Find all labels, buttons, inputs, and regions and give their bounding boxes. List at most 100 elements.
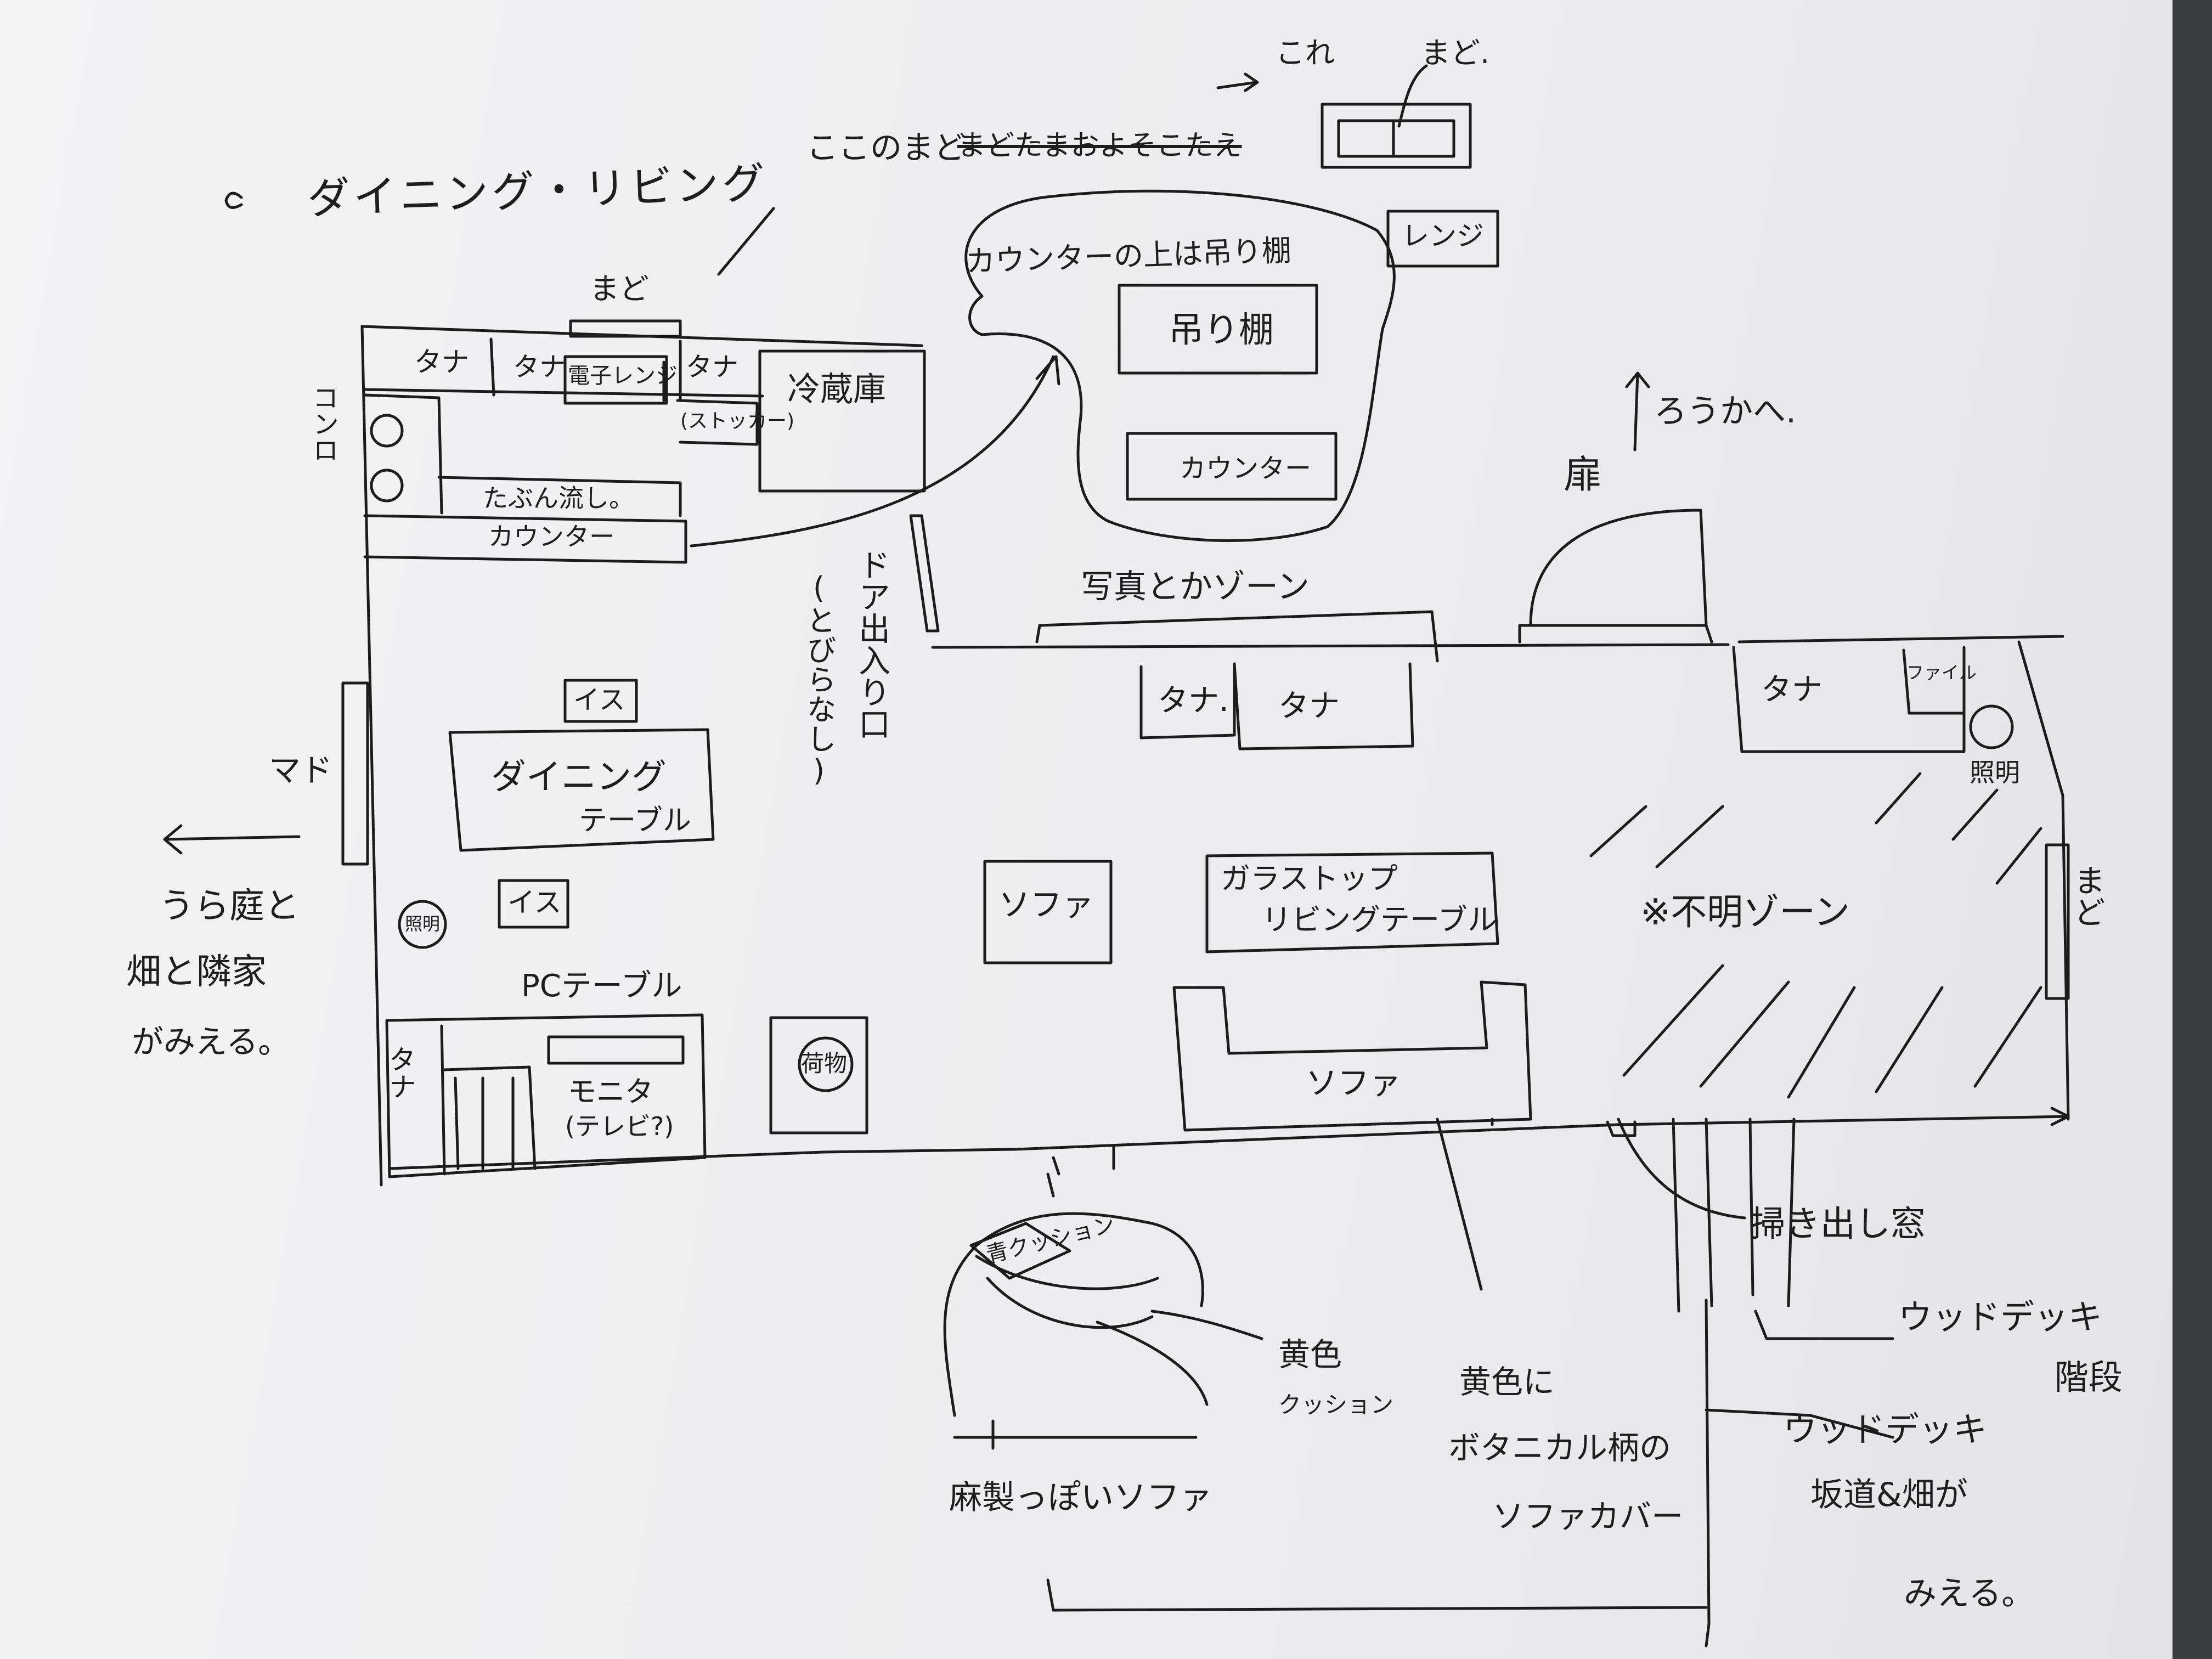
isu-top-box — [563, 679, 638, 723]
left-arrow — [163, 824, 301, 855]
sofa-left-box — [983, 860, 1113, 964]
denshi-range-box — [563, 355, 668, 405]
callout-cloud — [964, 189, 1396, 542]
outer-left-wall — [360, 325, 383, 1187]
yellow-cushion-pointer — [1150, 1310, 1263, 1340]
right-wall — [2017, 640, 2070, 1121]
callout-arrow — [690, 355, 1060, 548]
tana-b-label: タナ — [1278, 689, 1340, 724]
tana-right-label: タナ — [1761, 672, 1822, 708]
left-note-line1: うら庭と — [159, 886, 300, 927]
burner-1 — [370, 414, 404, 448]
tana-b-box — [1233, 662, 1414, 751]
stocker-label: (ストッカー) — [680, 410, 795, 432]
left-note-line3: がみえる。 — [132, 1023, 290, 1060]
dining-table-box — [448, 728, 715, 852]
asa-sofa — [943, 1212, 1209, 1450]
sink-label: たぶん流し。 — [483, 483, 634, 513]
sofa-cover-pointer — [1436, 1118, 1494, 1291]
glass-table-box — [1205, 851, 1499, 953]
deck-step-line2: 階段 — [2055, 1357, 2123, 1397]
tsuridana-label: 吊り棚 — [1169, 310, 1274, 351]
monitor-bar — [547, 1035, 685, 1065]
deck-step-line1: ウッドデッキ — [1898, 1297, 2103, 1337]
callout-counter-label: カウンター — [1180, 453, 1312, 484]
pc-table-label: PCテーブル — [521, 968, 682, 1004]
pc-shelf — [440, 1024, 537, 1176]
tobiranashi-label: (とびらなし) — [802, 571, 836, 788]
shoumei-label: 照明 — [405, 913, 441, 934]
denshi-range-label: 電子レンジ — [568, 363, 678, 388]
sink-box — [437, 476, 682, 517]
yellow-cushion-line2: クッション — [1278, 1391, 1394, 1418]
mado-pointer — [1397, 64, 1428, 128]
mado-right-label: まど — [2068, 864, 2106, 928]
reizouko-box — [758, 349, 926, 493]
counter-box — [363, 514, 687, 564]
nimotsu-label: 荷物 — [801, 1050, 848, 1077]
mado-top-label: まど. — [1421, 36, 1490, 70]
dining-table-line2: テーブル — [579, 804, 691, 837]
middle-wall — [931, 635, 2064, 649]
kitchen-tana-1: タナ — [414, 346, 469, 378]
burner-2 — [370, 469, 404, 503]
top-window-split — [1337, 119, 1455, 158]
monitor-line1: モニタ — [568, 1076, 654, 1109]
glass-table-line1: ガラストップ — [1221, 861, 1398, 896]
konro-box — [363, 393, 443, 515]
blue-cushion — [969, 1222, 1071, 1280]
title-mark — [224, 191, 243, 209]
tobira-label: 扉 — [1564, 452, 1602, 497]
tsuridana-box — [1118, 284, 1318, 375]
title-pointer — [717, 207, 775, 276]
koko-no-mado-label: ここのまど — [806, 129, 966, 166]
deck-note-line3: みえる。 — [1904, 1575, 2035, 1613]
fumei-zone-label: ※不明ゾーン — [1640, 891, 1850, 933]
entrance-post — [909, 514, 940, 633]
sofa-cover-line3: ソファカバー — [1492, 1498, 1684, 1535]
monitor-line2: (テレビ?) — [565, 1111, 674, 1141]
dining-table-line1: ダイニング — [491, 757, 667, 798]
rouka-arrow — [1625, 371, 1650, 452]
fumei-hatch — [1589, 772, 2042, 1099]
file-label: ファイル — [1906, 662, 1977, 683]
sofa-cover-line1: 黄色に — [1459, 1363, 1555, 1401]
nimotsu-circle — [798, 1036, 854, 1092]
hakidashi-label: 掃き出し窓 — [1750, 1204, 1926, 1245]
asa-sofa-label: 麻製っぽいソファ — [949, 1479, 1212, 1517]
kitchen-mado-label: まど — [590, 272, 649, 306]
hakidashi-window — [1606, 1118, 1796, 1313]
callout-counter-box — [1126, 432, 1338, 501]
sofa-cover-line2: ボタニカル柄の — [1448, 1429, 1672, 1466]
asa-sofa-pointer — [1046, 1172, 1055, 1198]
kore-arrow — [1216, 72, 1259, 92]
kitchen-tana-2: タナ — [513, 352, 566, 382]
stocker-box — [676, 399, 759, 446]
floor-pointer — [1617, 1118, 1746, 1220]
entrance-label: ドア出入り口 — [853, 549, 890, 740]
shashin-shelf — [1035, 610, 1439, 663]
door-arc — [1518, 509, 1713, 644]
range-box — [1386, 210, 1499, 268]
tana-a-box — [1139, 665, 1236, 740]
top-window — [1321, 103, 1472, 169]
nimotsu-box — [769, 1016, 868, 1135]
wood-deck-lines — [1705, 1299, 1894, 1647]
kitchen-tana-3: タナ — [686, 352, 739, 382]
left-note-line2: 畑と隣家 — [126, 952, 267, 992]
kitchen-counter-label: カウンター — [488, 522, 614, 551]
shashin-zone-label: 写真とかゾーン — [1081, 568, 1310, 606]
range-label: レンジ — [1402, 220, 1484, 252]
shoumei-right-label: 照明 — [1970, 758, 2020, 787]
kitchen-window — [569, 319, 682, 338]
bottom-left-wall — [1052, 1145, 1115, 1176]
tana-a-label: タナ. — [1158, 683, 1229, 719]
rouka-label: ろうかへ. — [1654, 392, 1797, 431]
koko-no-mado-struck: まどたまおよそこたえ — [957, 129, 1242, 162]
kore-label: これ — [1276, 36, 1335, 70]
tana-right-box — [1732, 646, 1966, 753]
file-box — [1902, 648, 1966, 715]
bottom-wall — [388, 1107, 2070, 1170]
